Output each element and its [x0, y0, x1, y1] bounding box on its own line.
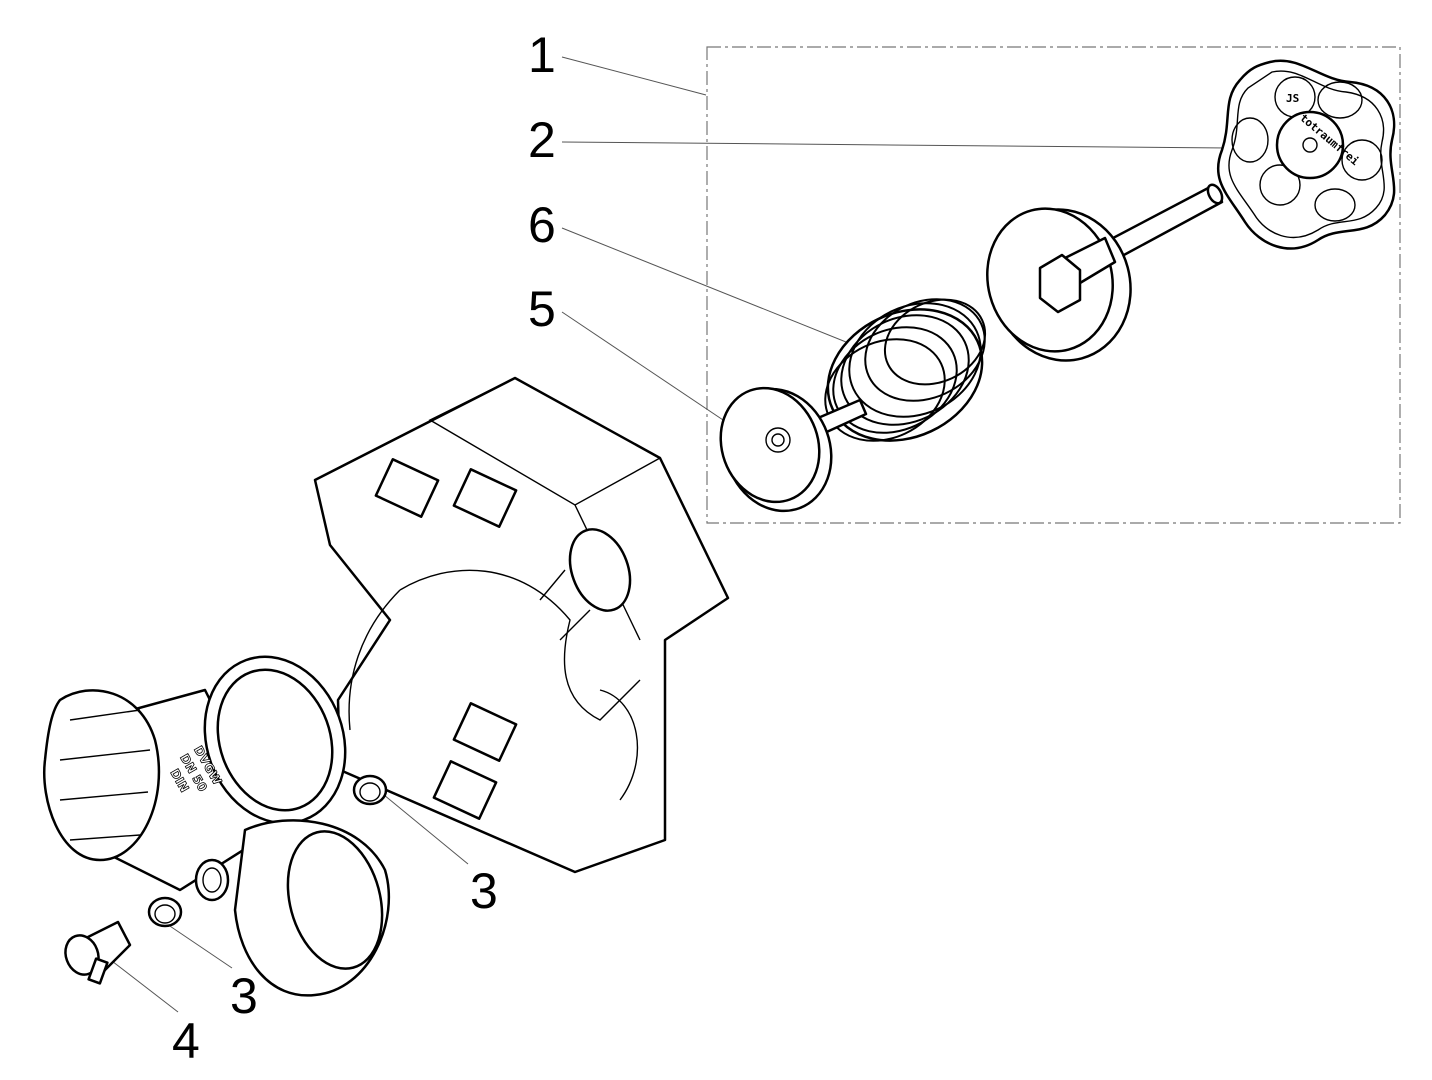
assembly-group-box: [706, 46, 1401, 524]
callout-3: 3: [230, 968, 258, 1024]
handwheel-badge: JS: [1286, 92, 1299, 105]
valve-disc: [719, 386, 868, 513]
callout-3: 3: [470, 863, 498, 919]
handwheel: totraumfrei JS: [1216, 59, 1396, 250]
callout-5: 5: [528, 281, 556, 337]
insulation-shell: [313, 376, 730, 874]
plug-lower: [147, 896, 183, 928]
callout-4: 4: [172, 1013, 200, 1069]
plug-upper: [352, 774, 388, 806]
callout-2: 2: [528, 112, 556, 168]
drain-fitting: [64, 920, 132, 985]
callout-6: 6: [528, 197, 556, 253]
leader-lines: [107, 56, 1229, 1013]
valve-body: DVGW DN 50 DIN: [43, 655, 390, 997]
bonnet-disc: [986, 207, 1132, 362]
spring: [824, 298, 987, 442]
callout-1: 1: [528, 27, 556, 83]
